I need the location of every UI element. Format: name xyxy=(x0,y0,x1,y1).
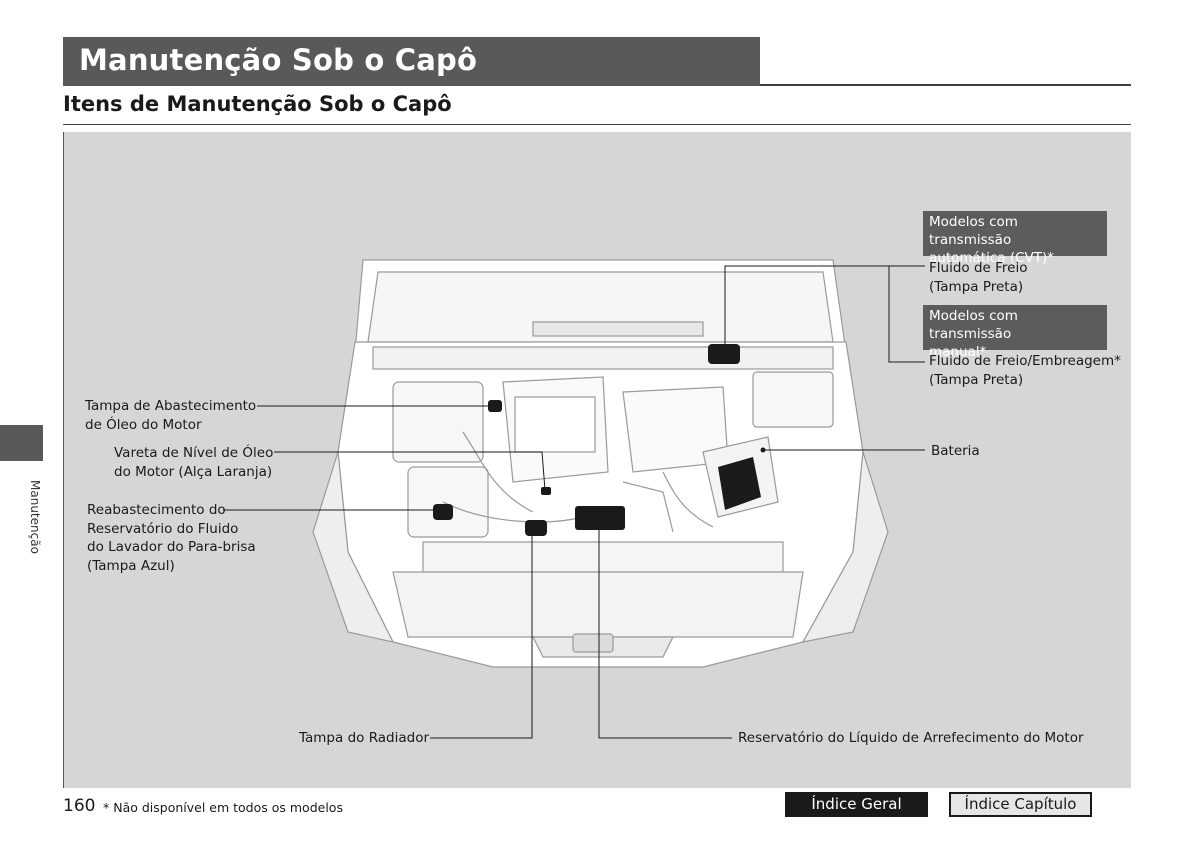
callout-oil-dipstick: Vareta de Nível de Óleo do Motor (Alça L… xyxy=(114,444,273,481)
callout-brake-fluid: Fluido de Freio (Tampa Preta) xyxy=(929,259,1027,296)
callout-brake-clutch-fluid: Fluido de Freio/Embreagem* (Tampa Preta) xyxy=(929,352,1121,389)
callout-washer-reservoir: Reabastecimento do Reservatório do Fluid… xyxy=(87,501,256,575)
callout-oil-fill-cap: Tampa de Abastecimento de Óleo do Motor xyxy=(85,397,256,434)
subtitle-rule xyxy=(63,124,1131,125)
callout-radiator-cap: Tampa do Radiador xyxy=(299,729,429,748)
page-title: Manutenção Sob o Capô xyxy=(79,43,477,77)
title-rule xyxy=(760,84,1131,86)
footnote: * Não disponível em todos os modelos xyxy=(103,800,343,815)
callout-battery: Bateria xyxy=(931,442,980,461)
manual-models-label: Modelos com transmissão manual* xyxy=(923,305,1107,350)
chapter-side-label: Manutenção xyxy=(28,480,42,554)
general-index-button[interactable]: Índice Geral xyxy=(785,792,928,817)
page-number: 160 xyxy=(63,796,95,816)
title-bar: Manutenção Sob o Capô xyxy=(63,37,760,86)
chapter-index-button[interactable]: Índice Capítulo xyxy=(949,792,1092,817)
section-subtitle: Itens de Manutenção Sob o Capô xyxy=(63,92,452,116)
callout-coolant-reservoir: Reservatório do Líquido de Arrefecimento… xyxy=(738,729,1084,748)
chapter-tab-marker xyxy=(0,425,43,461)
cvt-models-label: Modelos com transmissão automática (CVT)… xyxy=(923,211,1107,256)
